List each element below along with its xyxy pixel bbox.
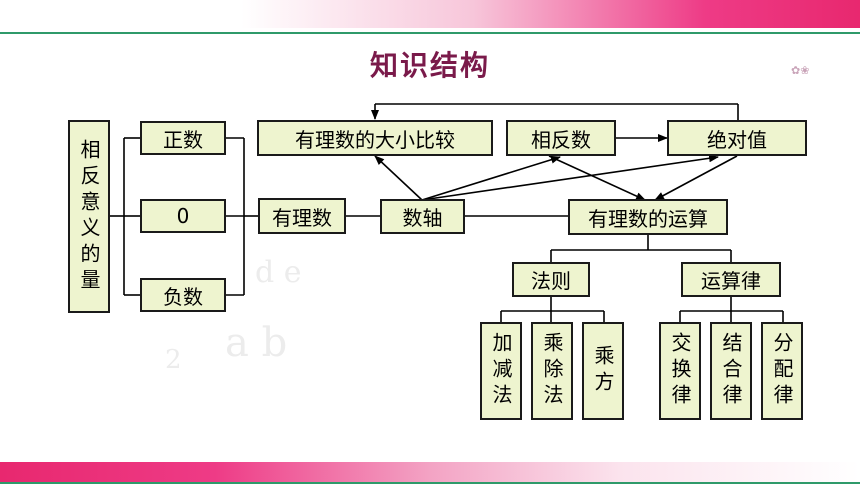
node-absolute-value: 绝对值 bbox=[667, 120, 807, 156]
bg-watermark-2: a b bbox=[225, 320, 288, 366]
decorative-sparkle-icon: ✿❀ bbox=[791, 64, 810, 77]
node-associative-law: 结合律 bbox=[710, 322, 752, 420]
node-addition-subtraction: 加减法 bbox=[480, 322, 522, 420]
node-commutative-law: 交换律 bbox=[659, 322, 701, 420]
node-rules: 法则 bbox=[512, 262, 590, 297]
bg-watermark-1: d e bbox=[255, 255, 302, 290]
node-multiplication-division: 乘除法 bbox=[531, 322, 573, 420]
bottom-divider-line bbox=[0, 482, 860, 484]
node-rational-numbers: 有理数 bbox=[258, 198, 346, 234]
node-number-line: 数轴 bbox=[380, 199, 465, 234]
bottom-gradient-bar bbox=[0, 462, 860, 484]
node-opposite-numbers: 相反数 bbox=[506, 120, 616, 156]
node-distributive-law: 分配律 bbox=[761, 322, 803, 420]
page-title: 知识结构 bbox=[369, 49, 490, 82]
top-divider-line bbox=[0, 32, 860, 34]
node-comparing-rational-numbers: 有理数的大小比较 bbox=[257, 120, 493, 156]
top-gradient-bar bbox=[0, 0, 860, 28]
node-rational-operations: 有理数的运算 bbox=[568, 199, 728, 235]
node-negative-numbers: 负数 bbox=[140, 278, 226, 312]
bg-watermark-3: 2 bbox=[165, 345, 182, 375]
node-positive-numbers: 正数 bbox=[140, 121, 226, 155]
node-exponentiation: 乘方 bbox=[582, 322, 624, 420]
node-zero: 0 bbox=[140, 199, 226, 233]
node-operation-laws: 运算律 bbox=[681, 262, 781, 297]
node-opposite-meaning-quantities: 相反意义的量 bbox=[68, 120, 110, 313]
